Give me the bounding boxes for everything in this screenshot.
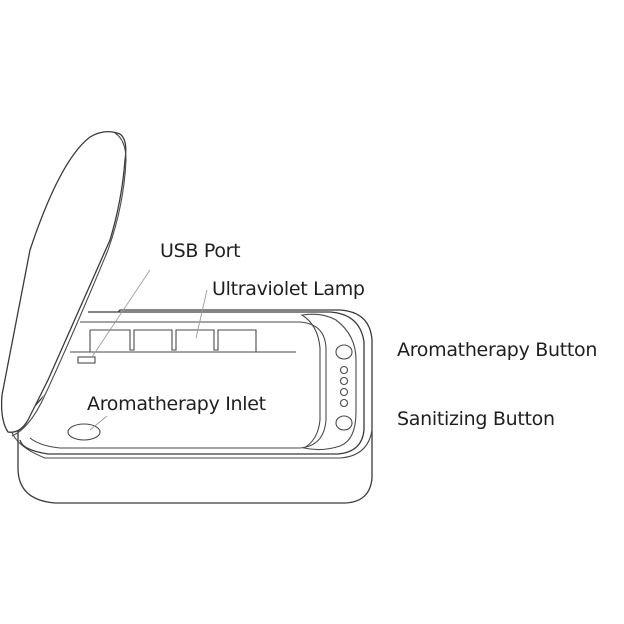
ultraviolet-lamp-label: Ultraviolet Lamp: [212, 278, 365, 300]
usb-port: [77, 356, 96, 364]
aromatherapy-inlet-label: Aromatherapy Inlet: [87, 393, 266, 415]
sanitizing-button[interactable]: [335, 415, 353, 431]
indicator-leds: [339, 365, 349, 408]
sanitizing-button-label: Sanitizing Button: [397, 408, 555, 430]
aromatherapy-button[interactable]: [335, 344, 353, 360]
ultraviolet-lamp-leader: [195, 289, 208, 339]
lid: [0, 130, 127, 437]
ultraviolet-lamp: [70, 329, 296, 353]
usb-port-label: USB Port: [160, 240, 241, 262]
aromatherapy-inlet-leader: [89, 415, 108, 431]
usb-port-leader: [91, 269, 151, 358]
aromatherapy-inlet: [67, 423, 101, 441]
aromatherapy-button-label: Aromatherapy Button: [397, 339, 598, 361]
box-base: [9, 309, 373, 504]
